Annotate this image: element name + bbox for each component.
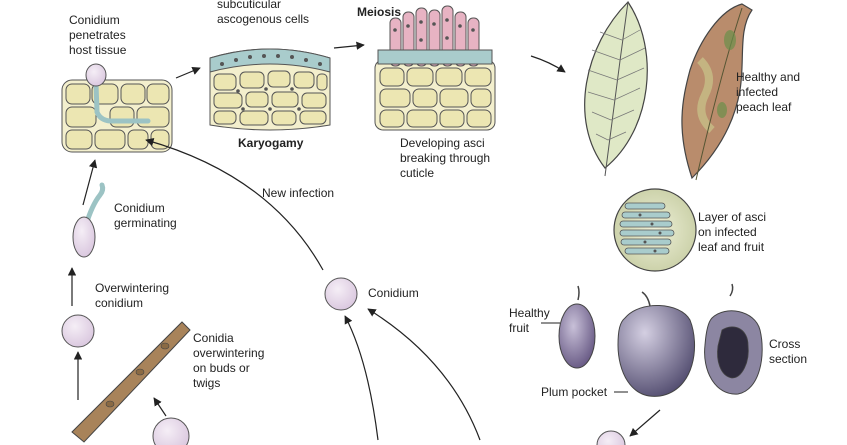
plum-pocket-fruit-illustration <box>617 291 696 397</box>
label-conidia-overwintering: Conidia overwintering on buds or twigs <box>193 331 265 390</box>
label-conidium-penetrates: Conidium penetrates host tissue <box>69 13 127 57</box>
label-cross-section: Cross section <box>769 337 808 366</box>
label-overwintering-conidium: Overwintering conidium <box>95 281 170 310</box>
label-subcuticular-cells: subcuticular ascogenous cells <box>217 0 310 26</box>
leader-lines <box>541 322 628 393</box>
healthy-peach-leaf-illustration <box>584 1 648 177</box>
penetration-tissue-illustration <box>61 63 173 153</box>
germinating-conidium-illustration <box>72 182 106 258</box>
twig-illustration <box>71 321 191 443</box>
label-conidium: Conidium <box>368 286 419 300</box>
cycle-arrows <box>67 41 661 441</box>
conidium-spore <box>324 277 358 311</box>
label-new-infection: New infection <box>262 186 335 200</box>
label-meiosis: Meiosis <box>357 5 402 19</box>
label-conidium-germinating: Conidium germinating <box>114 201 177 230</box>
label-plum-pocket: Plum pocket <box>541 385 608 399</box>
plum-pocket-spore <box>596 430 626 445</box>
overwintering-conidium-spore <box>61 314 95 348</box>
infected-peach-leaf-illustration <box>681 3 753 181</box>
developing-asci-illustration <box>374 5 496 131</box>
label-healthy-fruit: Healthy fruit <box>509 306 550 335</box>
label-layer-of-asci: Layer of asci on infected leaf and fruit <box>698 210 767 254</box>
bud-conidium-spore <box>152 417 190 445</box>
label-developing-asci: Developing asci breaking through cuticle <box>400 136 491 180</box>
subcuticular-tissue-illustration <box>209 48 331 131</box>
label-karyogamy: Karyogamy <box>238 136 304 150</box>
cross-section-illustration <box>704 283 763 395</box>
healthy-fruit-illustration <box>558 285 596 369</box>
label-healthy-infected-leaf: Healthy and infected peach leaf <box>736 70 801 114</box>
layer-of-asci-illustration <box>613 188 697 272</box>
